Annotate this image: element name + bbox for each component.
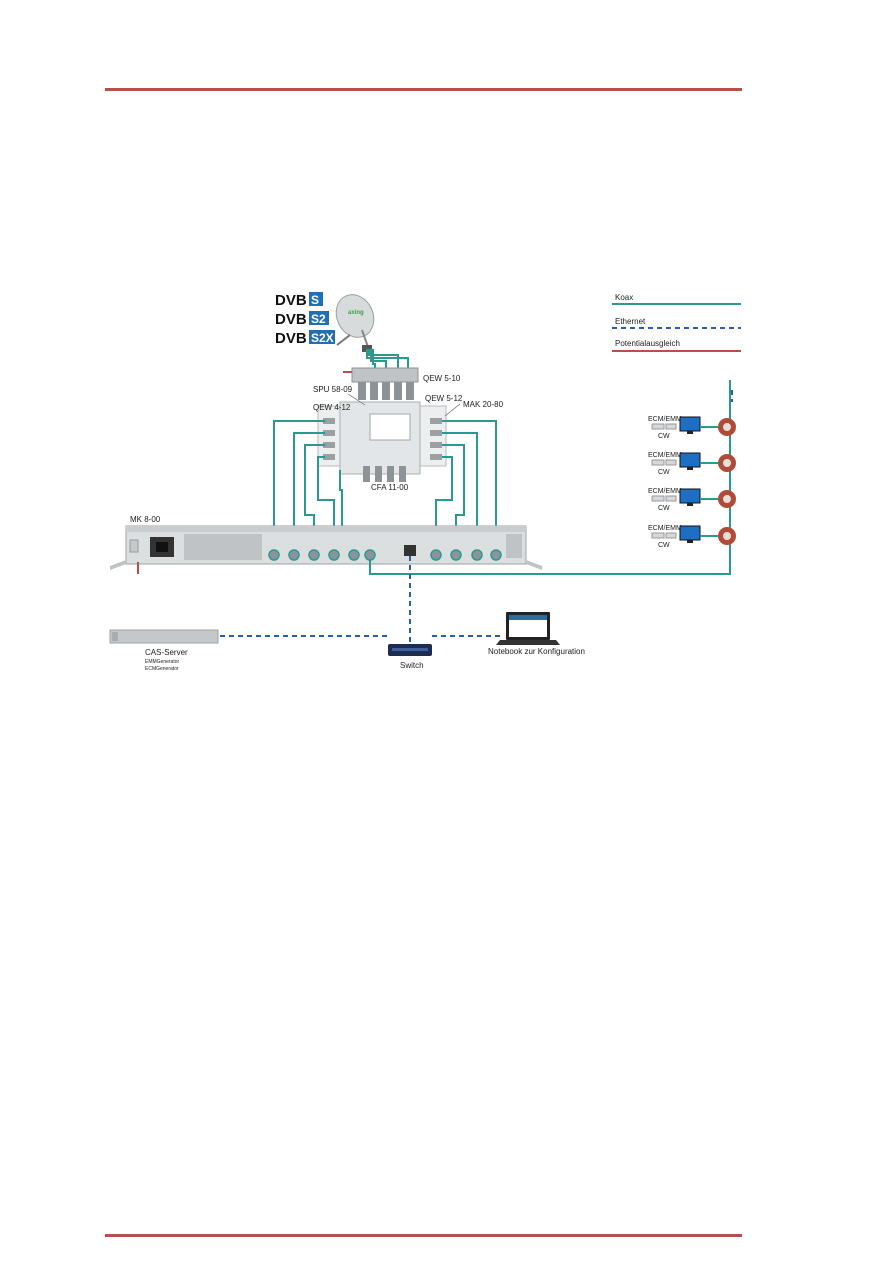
dvb-s2-logo: DVB S2 (275, 311, 329, 328)
dvb-s-logo: DVB S (275, 292, 323, 309)
receiver-row-4: ECM/EMM CW (648, 525, 736, 549)
svg-text:S2X: S2X (311, 331, 334, 345)
cable-right-2 (442, 432, 478, 555)
label-cas-sub1: EMMGenerator (145, 659, 180, 665)
label-qew-4-12: QEW 4-12 (313, 403, 351, 412)
label-qew-5-10: QEW 5-10 (423, 374, 461, 383)
cable-right-1 (442, 420, 497, 555)
label-switch: Switch (400, 661, 424, 670)
cable-left-1 (273, 420, 325, 555)
label-qew-5-12: QEW 5-12 (425, 394, 463, 403)
output-cable (369, 380, 731, 575)
label-spu-58-09: SPU 58-09 (313, 385, 353, 394)
receiver-1-sub: CW (658, 433, 670, 440)
svg-text:DVB: DVB (275, 292, 307, 309)
bottom-rule (105, 1234, 742, 1237)
cable-left-2 (293, 432, 325, 555)
receiver-row-1: ECM/EMM CW (648, 416, 736, 440)
qew-5-10-device (343, 367, 419, 400)
label-mak-20-80: MAK 20-80 (463, 400, 504, 409)
top-rule (105, 88, 742, 91)
lnb-cable-3 (370, 349, 387, 368)
svg-text:DVB: DVB (275, 311, 307, 328)
multiswitch-device (317, 401, 447, 482)
legend-ethernet-label: Ethernet (615, 317, 646, 326)
mk-ethernet-port (404, 545, 416, 556)
receiver-row-3: ECM/EMM CW (648, 488, 736, 512)
receiver-3-sub: CW (658, 505, 670, 512)
mk-8-00-device (110, 525, 542, 570)
receiver-4-label: ECM/EMM (648, 525, 682, 532)
label-cfa-11-00: CFA 11-00 (371, 483, 409, 492)
lnb-cable-1 (366, 349, 409, 368)
receiver-2-sub: CW (658, 469, 670, 476)
legend-potential-label: Potentialausgleich (615, 339, 680, 348)
notebook (496, 612, 560, 645)
label-mk-8-00: MK 8-00 (130, 515, 161, 524)
label-cas-sub2: ECMGenerator (145, 666, 179, 672)
dvb-s2x-logo: DVB S2X (275, 330, 335, 347)
label-cas-server: CAS-Server (145, 648, 188, 657)
cable-left-4 (317, 456, 335, 555)
svg-text:S: S (311, 293, 319, 307)
label-notebook: Notebook zur Konfiguration (488, 647, 585, 656)
receiver-3-label: ECM/EMM (648, 488, 682, 495)
svg-text:DVB: DVB (275, 330, 307, 347)
network-switch (388, 644, 432, 656)
receiver-1-label: ECM/EMM (648, 416, 682, 423)
lnb-cable-4 (372, 349, 376, 368)
cas-server (109, 629, 219, 644)
legend-koax-label: Koax (615, 293, 633, 302)
receiver-4-sub: CW (658, 542, 670, 549)
satellite-dish: axing (335, 294, 375, 352)
receiver-row-2: ECM/EMM CW (648, 452, 736, 476)
lnb-cable-2 (368, 349, 399, 368)
dvb-logos: DVB S DVB S2 DVB S2X (275, 292, 335, 347)
cable-right-4 (435, 456, 453, 555)
receiver-2-label: ECM/EMM (648, 452, 682, 459)
dish-brand: axing (348, 310, 364, 316)
legend: Koax Ethernet Potentialausgleich (612, 293, 741, 352)
svg-text:S2: S2 (311, 312, 326, 326)
